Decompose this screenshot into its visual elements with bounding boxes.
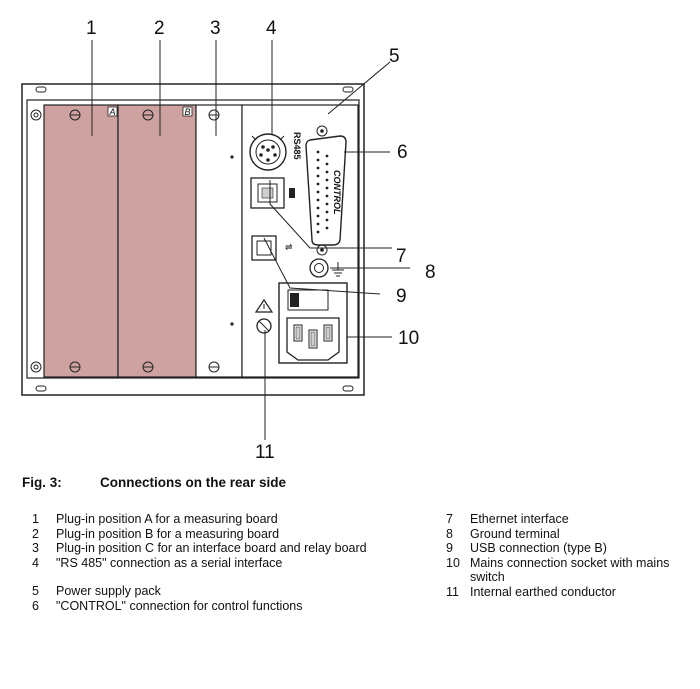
svg-text:⇌: ⇌ <box>285 242 293 252</box>
callout-2: 2 <box>154 18 165 39</box>
callout-3: 3 <box>210 18 221 39</box>
figure-title: Connections on the rear side <box>100 475 287 490</box>
callout-8: 8 <box>425 262 436 283</box>
ground-terminal <box>309 258 344 278</box>
callout-1: 1 <box>86 18 97 39</box>
legend-item: 6"CONTROL" connection for control functi… <box>32 598 303 613</box>
control-dsub-connector <box>305 125 347 256</box>
warning-triangle-icon <box>254 298 274 313</box>
callout-9: 9 <box>396 286 407 307</box>
internal-earth-screw <box>256 318 272 334</box>
control-label: CONTROL <box>332 170 342 215</box>
usb-b-port: ⇌ <box>251 235 293 261</box>
callout-6: 6 <box>397 142 408 163</box>
callout-5: 5 <box>389 46 400 67</box>
callout-7: 7 <box>396 246 407 267</box>
slot-b-label: B <box>185 107 191 117</box>
slot-b-board <box>117 104 197 378</box>
figure-number: Fig. 3: <box>22 475 62 490</box>
callout-11: 11 <box>255 442 275 463</box>
rs485-connector <box>249 133 287 171</box>
slot-c-board <box>195 104 243 378</box>
mains-socket-with-switch <box>278 282 348 364</box>
callout-10: 10 <box>398 328 419 349</box>
rs485-label: RS485 <box>292 132 302 160</box>
figure-caption: Fig. 3: Connections on the rear side <box>22 475 286 490</box>
rear-panel-diagram: A B C RS485 <box>21 18 436 463</box>
legend-item: 4"RS 485" connection as a serial interfa… <box>32 555 283 570</box>
slot-a-board <box>43 104 119 378</box>
slot-a-label: A <box>109 107 116 117</box>
callout-4: 4 <box>266 18 277 39</box>
callout-leaders <box>91 40 410 440</box>
ethernet-port <box>250 177 295 209</box>
